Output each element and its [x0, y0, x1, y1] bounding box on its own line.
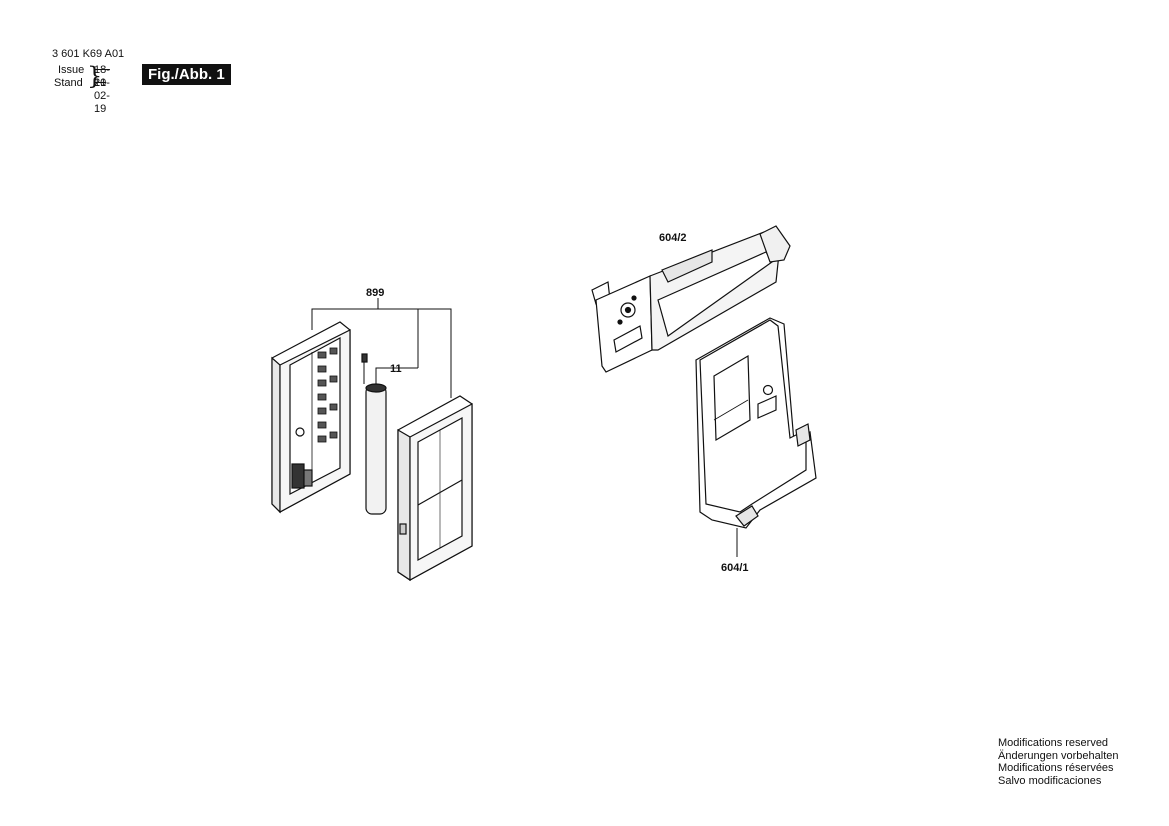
holder-pouch-part — [695, 317, 817, 529]
callout-11: 11 — [390, 363, 402, 375]
front-cover-part — [397, 395, 473, 582]
mounting-bracket-part — [591, 225, 791, 373]
stand-date: 21-02-19 — [94, 77, 110, 115]
callout-899: 899 — [366, 287, 384, 299]
part-number: 3 601 K69 A01 — [52, 48, 125, 60]
battery-pack-part — [361, 353, 387, 515]
footer-line-en: Modifications reserved — [998, 737, 1109, 749]
footer-notice: Modifications reserved Änderungen vorbeh… — [998, 737, 1118, 787]
issue-date: 18-10 — [94, 64, 110, 89]
callout-604-2: 604/2 — [659, 232, 687, 244]
callout-604-1: 604/1 — [721, 562, 749, 574]
footer-line-es: Salvo modificaciones — [998, 774, 1102, 787]
figure-label: Fig./Abb. 1 — [142, 64, 231, 85]
footer-line-fr: Modifications réservées — [998, 762, 1114, 774]
issue-label: Issue — [58, 64, 85, 76]
stand-label: Stand — [54, 77, 83, 89]
footer-line-de: Änderungen vorbehalten — [998, 749, 1119, 762]
housing-frame-part — [271, 321, 351, 514]
brace-icon: } — [87, 62, 103, 90]
